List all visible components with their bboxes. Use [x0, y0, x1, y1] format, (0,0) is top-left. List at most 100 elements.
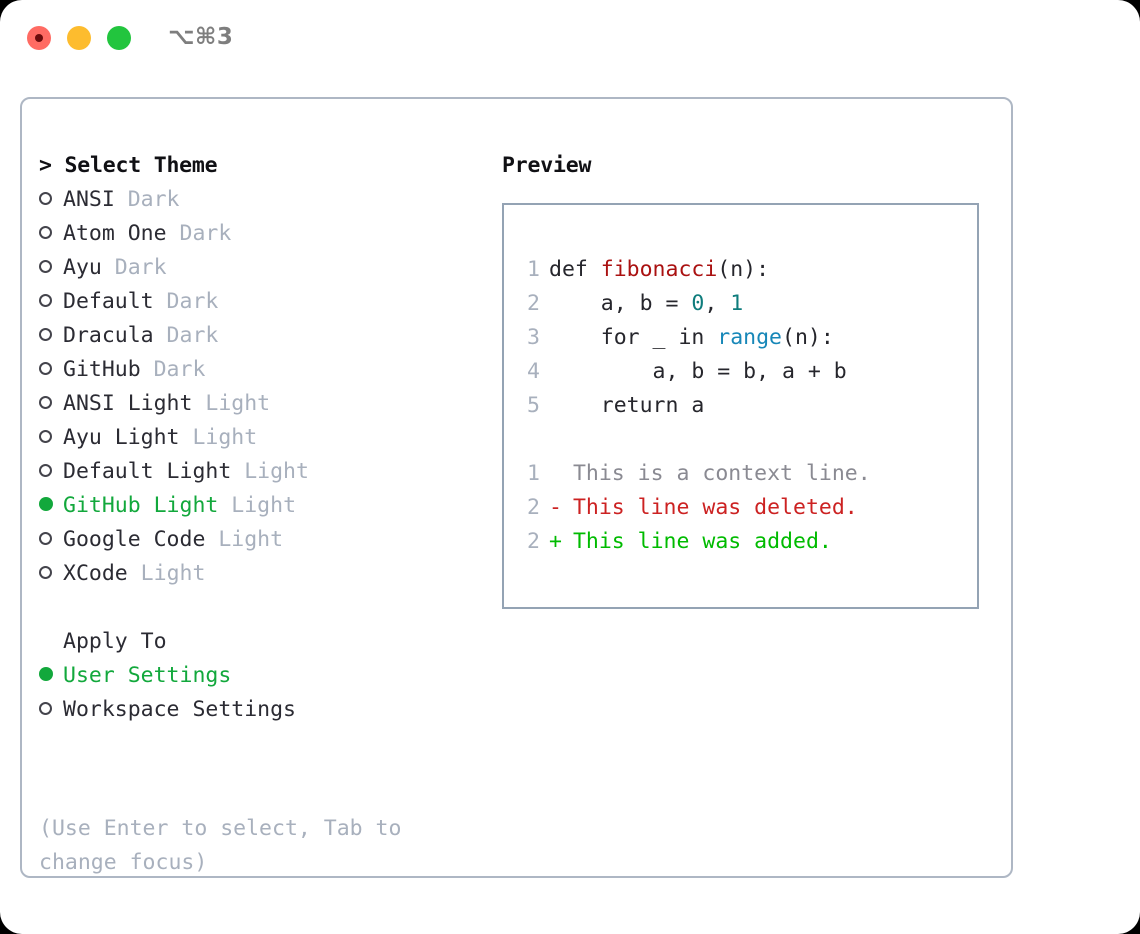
maximize-window-button[interactable] [107, 26, 131, 50]
theme-option-item-label: Default [63, 289, 154, 314]
apply-to-header: Apply To [39, 625, 469, 659]
minimize-window-button[interactable] [67, 26, 91, 50]
theme-option-item-label: Default Light [63, 459, 232, 484]
radio-glyph [39, 294, 52, 307]
code-line: 4 a, b = b, a + b [518, 355, 971, 389]
theme-option-item[interactable]: ANSI Dark [39, 183, 469, 217]
diff-line-added: 2+ This line was added. [518, 525, 971, 559]
theme-option-item[interactable]: Atom One Dark [39, 217, 469, 251]
theme-option-item[interactable]: ANSI Light Light [39, 387, 469, 421]
theme-option-item[interactable]: Dracula Dark [39, 319, 469, 353]
theme-option-item-variant-badge: Dark [153, 323, 219, 348]
radio-selected-icon[interactable] [39, 489, 63, 523]
diff-line-number: 2 [527, 529, 540, 554]
select-theme-header: > Select Theme [39, 153, 218, 178]
diff-marker: - [549, 495, 562, 520]
code-line-number: 2 [527, 291, 540, 316]
theme-option-item-variant-badge: Dark [153, 289, 219, 314]
diff-sample-lines: 1 This is a context line.2- This line wa… [518, 457, 971, 559]
code-token: return a [549, 393, 705, 418]
radio-glyph [39, 430, 52, 443]
code-token: , [704, 291, 731, 316]
theme-option-item-label: Dracula [63, 323, 154, 348]
theme-option-item-variant-badge: Light [218, 493, 297, 518]
radio-selected-icon[interactable] [39, 659, 63, 693]
theme-option-item[interactable]: Google Code Light [39, 523, 469, 557]
code-line-number: 4 [527, 359, 540, 384]
code-token: (n): [782, 325, 834, 350]
apply-to-option-item[interactable]: User Settings [39, 659, 469, 693]
diff-line-text: This is a context line. [560, 461, 871, 486]
theme-option-item-label: GitHub Light [63, 493, 219, 518]
apply-to-option-item[interactable]: Workspace Settings [39, 693, 469, 727]
radio-empty-icon[interactable] [39, 387, 63, 421]
code-line-number: 3 [527, 325, 540, 350]
code-token: 1 [730, 291, 744, 316]
radio-glyph [39, 192, 52, 205]
preview-header: Preview [502, 153, 592, 178]
theme-option-item[interactable]: XCode Light [39, 557, 469, 591]
recording-indicator-icon [35, 34, 43, 42]
theme-option-item-variant-badge: Light [127, 561, 206, 586]
radio-glyph [39, 464, 52, 477]
diff-line-text: This line was deleted. [560, 495, 858, 520]
code-line: 3 for _ in range(n): [518, 321, 971, 355]
theme-option-item-variant-badge: Light [205, 527, 284, 552]
theme-option-item-variant-badge: Dark [166, 221, 232, 246]
code-line: 2 a, b = 0, 1 [518, 287, 971, 321]
radio-empty-icon[interactable] [39, 693, 63, 727]
code-token: a, b = [549, 291, 692, 316]
theme-option-item-variant-badge: Dark [101, 255, 167, 280]
radio-glyph [39, 260, 52, 273]
code-line-number: 1 [527, 257, 540, 282]
code-token: range [717, 325, 783, 350]
radio-glyph [39, 226, 52, 239]
radio-empty-icon[interactable] [39, 183, 63, 217]
radio-empty-icon[interactable] [39, 523, 63, 557]
radio-empty-icon[interactable] [39, 455, 63, 489]
theme-option-item[interactable]: Ayu Dark [39, 251, 469, 285]
theme-option-item-variant-badge: Dark [140, 357, 206, 382]
theme-option-item[interactable]: Ayu Light Light [39, 421, 469, 455]
radio-empty-icon[interactable] [39, 251, 63, 285]
theme-option-item[interactable]: GitHub Dark [39, 353, 469, 387]
theme-option-item[interactable]: GitHub Light Light [39, 489, 469, 523]
code-line: 1 def fibonacci(n): [518, 253, 971, 287]
theme-option-item-label: XCode [63, 561, 128, 586]
section-spacer [39, 591, 469, 625]
code-token: for _ in [549, 325, 718, 350]
window-titlebar: ⌥⌘3 [0, 0, 1140, 78]
theme-option-item-label: GitHub [63, 357, 141, 382]
radio-empty-icon[interactable] [39, 557, 63, 591]
radio-glyph [39, 396, 52, 409]
code-line: 5 return a [518, 389, 971, 423]
code-token: 0 [691, 291, 705, 316]
diff-marker: + [549, 529, 562, 554]
radio-empty-icon[interactable] [39, 353, 63, 387]
theme-option-item-variant-badge: Light [192, 391, 271, 416]
radio-empty-icon[interactable] [39, 285, 63, 319]
radio-empty-icon[interactable] [39, 421, 63, 455]
code-token: a, b = b, a + b [549, 359, 847, 384]
theme-option-item[interactable]: Default Light Light [39, 455, 469, 489]
radio-glyph [39, 497, 53, 511]
code-diff-spacer [518, 423, 971, 457]
radio-empty-icon[interactable] [39, 319, 63, 353]
theme-option-item[interactable]: Default Dark [39, 285, 469, 319]
code-token: def [549, 257, 601, 282]
diff-marker [549, 457, 560, 491]
code-token: fibonacci [600, 257, 718, 282]
keyboard-shortcut-label: ⌥⌘3 [168, 24, 234, 50]
radio-empty-icon[interactable] [39, 217, 63, 251]
theme-option-item-label: Atom One [63, 221, 167, 246]
code-token: (n): [717, 257, 770, 282]
radio-glyph [39, 667, 53, 681]
radio-glyph [39, 328, 52, 341]
